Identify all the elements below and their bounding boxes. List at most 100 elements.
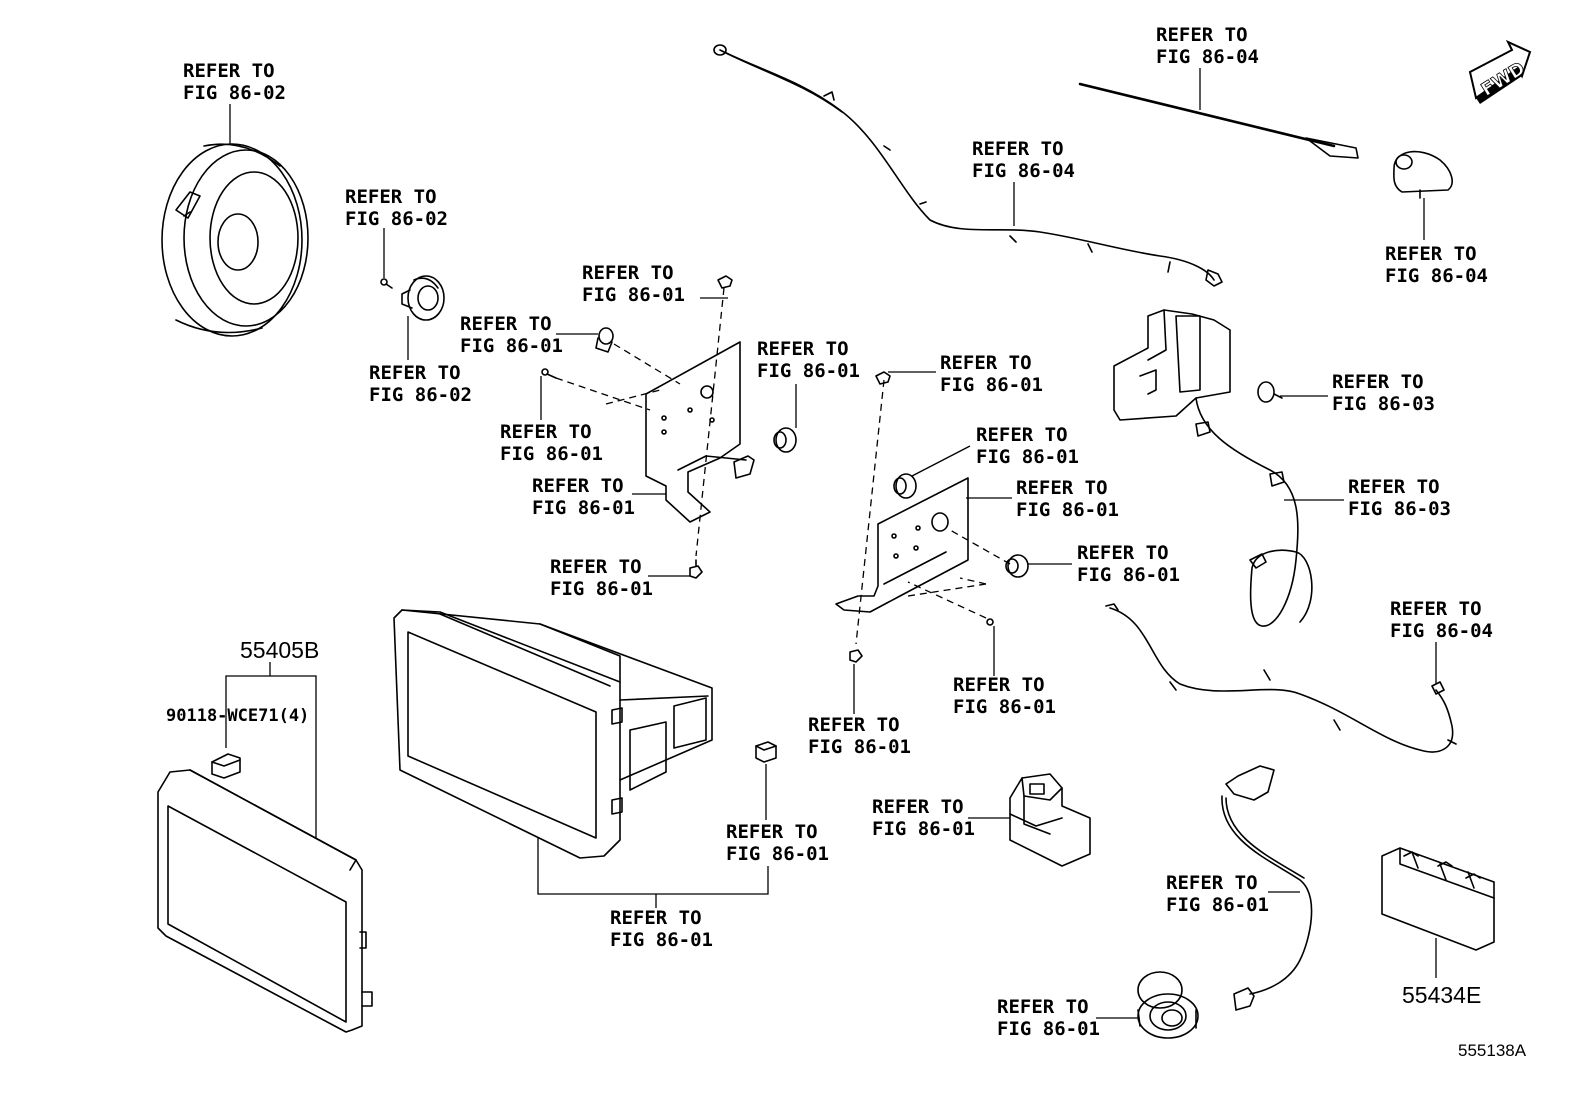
svg-text:FIG 86-01: FIG 86-01 <box>610 929 713 951</box>
antenna-rod-part <box>1078 82 1359 159</box>
svg-text:FIG 86-01: FIG 86-01 <box>1016 499 1119 521</box>
antenna-base-part <box>1393 150 1453 199</box>
svg-text:REFER TO: REFER TO <box>976 424 1068 446</box>
radio-unit-part <box>393 609 713 859</box>
svg-text:REFER TO: REFER TO <box>610 907 702 929</box>
svg-text:FIG 86-03: FIG 86-03 <box>1348 498 1451 520</box>
svg-text:REFER TO: REFER TO <box>1385 243 1477 265</box>
ref-label-grommet-mid: REFER TO FIG 86-01 <box>757 338 860 382</box>
svg-text:FIG 86-01: FIG 86-01 <box>500 443 603 465</box>
part-number-clip: 90118-WCE71(4) <box>166 706 309 726</box>
svg-text:FIG 86-01: FIG 86-01 <box>872 818 975 840</box>
ref-label-antenna-cable-2: REFER TO FIG 86-04 <box>1390 598 1493 642</box>
svg-text:FIG 86-01: FIG 86-01 <box>1166 894 1269 916</box>
ref-label-screw-left: REFER TO FIG 86-01 <box>500 421 603 465</box>
ref-label-bracket-left: REFER TO FIG 86-01 <box>532 475 635 519</box>
fastener-icons-right <box>849 371 1029 663</box>
screw-icon <box>1257 381 1283 403</box>
fwd-arrow-icon: FWD <box>1468 39 1532 104</box>
svg-text:REFER TO: REFER TO <box>532 475 624 497</box>
svg-text:REFER TO: REFER TO <box>550 556 642 578</box>
svg-text:REFER TO: REFER TO <box>997 996 1089 1018</box>
svg-text:REFER TO: REFER TO <box>972 138 1064 160</box>
aux-jack-part <box>1137 971 1199 1039</box>
svg-text:REFER TO: REFER TO <box>757 338 849 360</box>
svg-text:FIG 86-02: FIG 86-02 <box>345 208 448 230</box>
svg-text:FIG 86-01: FIG 86-01 <box>460 335 563 357</box>
ref-label-screw-right-bottom: REFER TO FIG 86-01 <box>808 714 911 758</box>
svg-text:FIG 86-01: FIG 86-01 <box>953 696 1056 718</box>
refer-labels: REFER TO FIG 86-02 REFER TO FIG 86-02 RE… <box>183 24 1493 1040</box>
svg-text:REFER TO: REFER TO <box>1156 24 1248 46</box>
clip-icon <box>755 741 777 763</box>
ref-label-clip-top: REFER TO FIG 86-01 <box>582 262 685 306</box>
svg-text:REFER TO: REFER TO <box>1348 476 1440 498</box>
usb-module-part <box>1009 773 1091 867</box>
part-number-panel: 55405B <box>240 637 319 663</box>
svg-text:FIG 86-04: FIG 86-04 <box>1390 620 1493 642</box>
svg-text:FIG 86-01: FIG 86-01 <box>976 446 1079 468</box>
svg-text:REFER TO: REFER TO <box>808 714 900 736</box>
ref-label-camera-cable: REFER TO FIG 86-03 <box>1348 476 1451 520</box>
speaker-part <box>161 143 309 337</box>
svg-text:REFER TO: REFER TO <box>1077 542 1169 564</box>
ref-label-aux-jack: REFER TO FIG 86-01 <box>997 996 1100 1040</box>
panel-part <box>157 753 373 1033</box>
svg-text:FIG 86-04: FIG 86-04 <box>1385 265 1488 287</box>
ref-label-camera-screw: REFER TO FIG 86-03 <box>1332 371 1435 415</box>
svg-text:REFER TO: REFER TO <box>1332 371 1424 393</box>
svg-text:FIG 86-04: FIG 86-04 <box>972 160 1075 182</box>
part-number-pocket: 55434E <box>1402 982 1481 1008</box>
svg-text:FIG 86-01: FIG 86-01 <box>757 360 860 382</box>
ref-label-antenna-rod: REFER TO FIG 86-04 <box>1156 24 1259 68</box>
ref-label-tweeter: REFER TO FIG 86-02 <box>369 362 472 406</box>
svg-text:REFER TO: REFER TO <box>460 313 552 335</box>
figure-id: 555138A <box>1458 1041 1527 1060</box>
bracket-right-part <box>835 477 969 613</box>
svg-text:FIG 86-01: FIG 86-01 <box>582 284 685 306</box>
svg-text:REFER TO: REFER TO <box>369 362 461 384</box>
svg-text:REFER TO: REFER TO <box>1390 598 1482 620</box>
svg-text:REFER TO: REFER TO <box>953 674 1045 696</box>
ref-label-screw-left-bottom: REFER TO FIG 86-01 <box>550 556 653 600</box>
antenna-cord-part <box>713 44 1223 287</box>
ref-label-screw-right: REFER TO FIG 86-01 <box>953 674 1056 718</box>
svg-text:REFER TO: REFER TO <box>1166 872 1258 894</box>
ref-label-clip-right: REFER TO FIG 86-01 <box>940 352 1043 396</box>
ref-label-grommet-right: REFER TO FIG 86-01 <box>976 424 1079 468</box>
svg-text:REFER TO: REFER TO <box>872 796 964 818</box>
svg-text:FIG 86-01: FIG 86-01 <box>940 374 1043 396</box>
ref-label-usb-cable: REFER TO FIG 86-01 <box>1166 872 1269 916</box>
svg-text:REFER TO: REFER TO <box>500 421 592 443</box>
svg-text:FIG 86-03: FIG 86-03 <box>1332 393 1435 415</box>
svg-text:REFER TO: REFER TO <box>726 821 818 843</box>
ref-label-speaker: REFER TO FIG 86-02 <box>183 60 286 104</box>
ref-label-antenna-base: REFER TO FIG 86-04 <box>1385 243 1488 287</box>
ref-label-nut-left: REFER TO FIG 86-01 <box>460 313 563 357</box>
tweeter-part <box>380 275 445 321</box>
svg-text:FIG 86-01: FIG 86-01 <box>808 736 911 758</box>
ref-label-radio-unit: REFER TO FIG 86-01 <box>610 907 713 951</box>
ref-label-tweeter-screw: REFER TO FIG 86-02 <box>345 186 448 230</box>
svg-text:FIG 86-02: FIG 86-02 <box>183 82 286 104</box>
svg-text:REFER TO: REFER TO <box>582 262 674 284</box>
ref-label-usb-module: REFER TO FIG 86-01 <box>872 796 975 840</box>
camera-part <box>1113 309 1313 627</box>
svg-text:FIG 86-02: FIG 86-02 <box>369 384 472 406</box>
svg-text:FIG 86-01: FIG 86-01 <box>726 843 829 865</box>
ref-label-bracket-right: REFER TO FIG 86-01 <box>1016 477 1119 521</box>
ref-label-clip-unit: REFER TO FIG 86-01 <box>726 821 829 865</box>
usb-cable-part <box>1221 765 1313 1011</box>
svg-text:FIG 86-01: FIG 86-01 <box>550 578 653 600</box>
antenna-cable-part <box>1105 603 1457 753</box>
bracket-left-part <box>645 341 755 523</box>
svg-text:REFER TO: REFER TO <box>940 352 1032 374</box>
fastener-icons-left <box>541 275 797 579</box>
svg-text:FIG 86-04: FIG 86-04 <box>1156 46 1259 68</box>
svg-text:FIG 86-01: FIG 86-01 <box>997 1018 1100 1040</box>
svg-text:REFER TO: REFER TO <box>183 60 275 82</box>
ref-label-antenna-cord: REFER TO FIG 86-04 <box>972 138 1075 182</box>
ref-label-nut-right: REFER TO FIG 86-01 <box>1077 542 1180 586</box>
svg-text:REFER TO: REFER TO <box>345 186 437 208</box>
